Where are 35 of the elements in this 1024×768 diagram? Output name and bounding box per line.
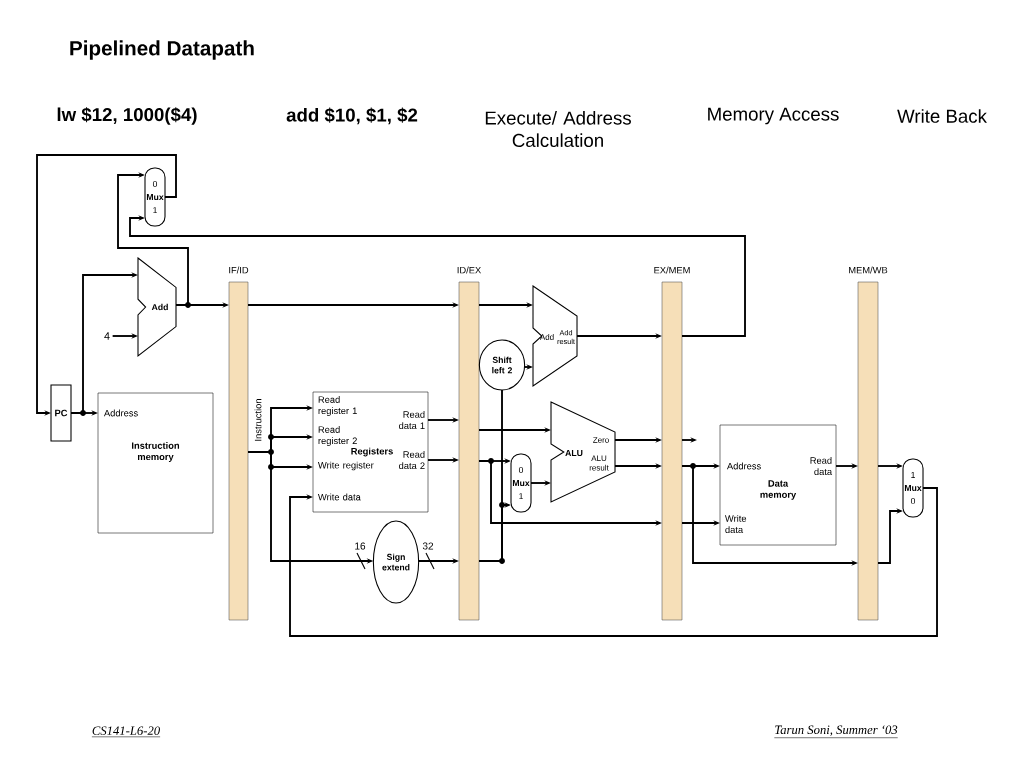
multiplexer: 0 Mux 1 xyxy=(510,453,532,513)
bus-width-label: 32 xyxy=(422,542,434,550)
bus-width-label: 16 xyxy=(355,542,366,550)
pipeline-register: EX/MEM xyxy=(654,266,690,621)
arrow xyxy=(877,508,903,564)
stage-heading: Execute/ Address Calculation xyxy=(485,110,631,148)
data-memory: Address Write data Read data Data memory xyxy=(719,424,837,546)
arrow xyxy=(289,487,938,637)
pipeline-register: MEM/WB xyxy=(849,266,888,621)
node-label: IF/ID xyxy=(229,266,249,274)
footer-text: Tarun Soni, Summer ‘03 xyxy=(774,725,898,738)
arrow xyxy=(478,502,511,562)
program-counter: PC xyxy=(50,384,72,442)
pipeline-register: ID/EX xyxy=(457,266,481,621)
node-label: MEM/WB xyxy=(849,266,888,274)
adder-unit: ALU Zero ALU result xyxy=(550,401,616,503)
multiplexer: 1 Mux 0 xyxy=(902,458,924,518)
function-unit: Sign extend xyxy=(372,520,420,604)
stage-heading: Write Back xyxy=(897,109,987,123)
footer-text: CS141-L6-20 xyxy=(91,726,161,738)
pipeline-register: IF/ID Instruction xyxy=(228,266,262,621)
stage-heading: Memory Access xyxy=(708,107,839,125)
slide-title: Pipelined Datapath xyxy=(70,40,254,60)
constant-label: 4 xyxy=(104,332,110,340)
arrow xyxy=(117,172,189,306)
instruction-memory: Address Instruction memory xyxy=(97,392,214,534)
node-label: ID/EX xyxy=(457,266,481,274)
register-file: Read register 1 Read register 2 Write register Write data Read data 1 Read data 2 Registers xyxy=(312,391,429,513)
stage-heading: add $10, $1, $2 xyxy=(286,107,418,125)
multiplexer: 0 Mux 1 xyxy=(144,167,166,227)
stage-heading: lw $12, 1000($4) xyxy=(57,107,197,125)
arrow xyxy=(129,215,746,337)
node-label: Instruction xyxy=(254,399,262,441)
function-unit: Shift left 2 xyxy=(478,339,526,391)
node-label: EX/MEM xyxy=(654,266,690,274)
